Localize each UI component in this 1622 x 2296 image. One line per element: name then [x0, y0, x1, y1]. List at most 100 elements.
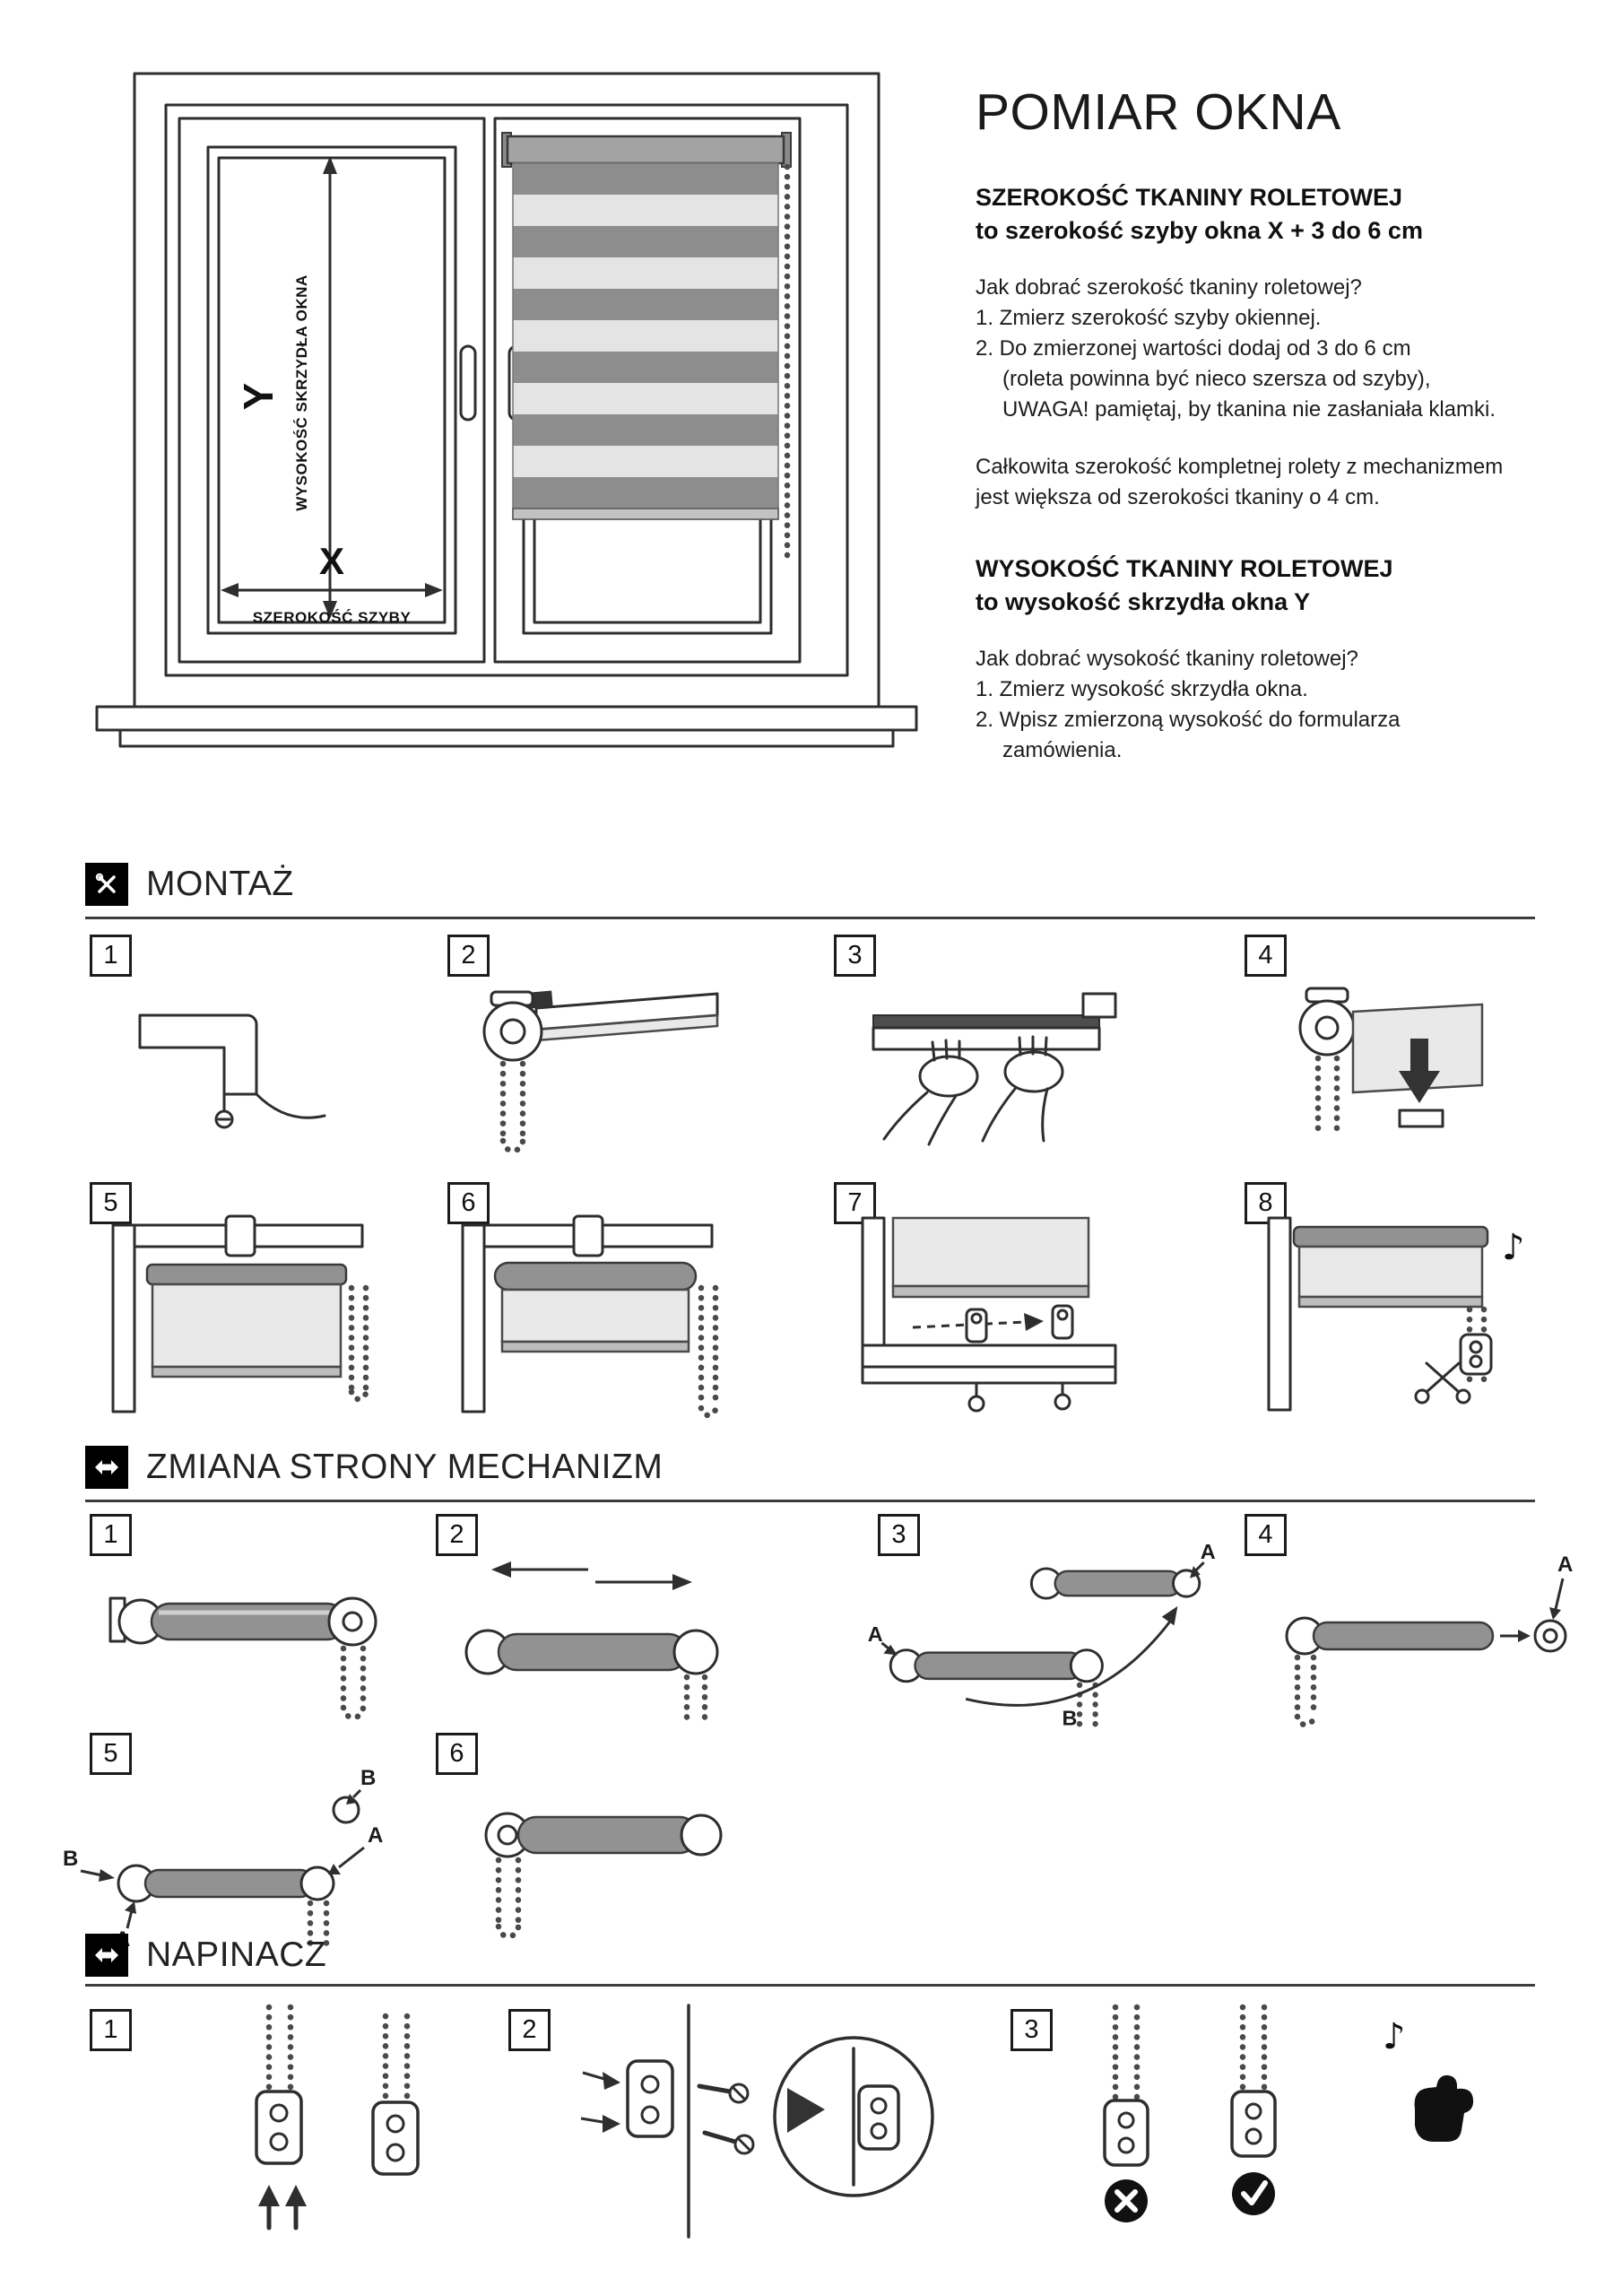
- zmiana-step-4-number: 4: [1245, 1514, 1287, 1556]
- zmiana-step-6-number: 6: [436, 1733, 478, 1775]
- x-axis-label: SZEROKOŚĆ SZYBY: [253, 609, 412, 626]
- measurement-instructions: POMIAR OKNA SZEROKOŚĆ TKANINY ROLETOWEJ …: [976, 83, 1558, 793]
- fabric-width-step2-line3: UWAGA! pamiętaj, by tkanina nie zasłania…: [1002, 397, 1496, 422]
- screw-2: [702, 2130, 755, 2155]
- fabric-height-step2-line2: zamówienia.: [1002, 738, 1123, 762]
- fabric-height-heading: WYSOKOŚĆ TKANINY ROLETOWEJ to wysokość s…: [976, 552, 1558, 619]
- napinacz-step-1-number: 1: [90, 2009, 132, 2051]
- page-title: POMIAR OKNA: [976, 83, 1341, 141]
- zmiana-step-3-number: 3: [878, 1514, 920, 1556]
- napinacz-step-3-illustration: ♪: [1103, 2004, 1474, 2222]
- zmiana-step-5-illustration: B B A A: [63, 1766, 383, 1953]
- bead-chain: [340, 1645, 367, 1721]
- montaz-step-2-number: 2: [447, 935, 490, 977]
- zmiana-title: ZMIANA STRONY MECHANIZM: [146, 1448, 664, 1486]
- fabric-width-heading-line1: SZEROKOŚĆ TKANINY ROLETOWEJ: [976, 184, 1403, 211]
- y-axis-label: WYSOKOŚĆ SKRZYDŁA OKNA: [293, 274, 310, 511]
- tensioner-plate: [371, 2100, 420, 2176]
- napinacz-title: NAPINACZ: [146, 1935, 327, 1974]
- roller-tube: [1312, 1621, 1495, 1651]
- zmiana-section-header: ZMIANA STRONY MECHANIZM: [85, 1446, 663, 1489]
- fabric-width-step2-line2: (roleta powinna być nieco szersza od szy…: [1002, 367, 1431, 391]
- fabric-width-step1: 1. Zmierz szerokość szyby okiennej.: [976, 306, 1322, 330]
- fabric-width-steps: Jak dobrać szerokość tkaniny roletowej? …: [976, 273, 1558, 425]
- blind-bottom-bar: [512, 508, 779, 520]
- hands-holding: [882, 1035, 1064, 1146]
- fabric-height-step2-line1: 2. Wpisz zmierzoną wysokość do formularz…: [976, 708, 1401, 732]
- montaz-step-1-illustration: [138, 1013, 326, 1129]
- x-letter: X: [319, 540, 344, 582]
- fabric-width-question: Jak dobrać szerokość tkaniny roletowej?: [976, 275, 1362, 300]
- music-note-icon: ♪: [1383, 2016, 1406, 2057]
- detached-end-cap: [332, 1796, 360, 1824]
- zmiana-step-1-number: 1: [90, 1514, 132, 1556]
- main-roller: [889, 1648, 1104, 1683]
- montaz-step-2-illustration: [482, 990, 719, 1154]
- tools-icon: [85, 863, 128, 906]
- montaz-step-6-illustration: [461, 1214, 719, 1419]
- montaz-step-1-number: 1: [90, 935, 132, 977]
- blind-bar: [872, 1026, 1101, 1051]
- label-b: B: [63, 1847, 78, 1871]
- zmiana-rule: [85, 1500, 1535, 1502]
- detail-callout: [773, 2036, 934, 2197]
- label-a: A: [368, 1823, 383, 1848]
- fabric-width-note: Całkowita szerokość kompletnej rolety z …: [976, 452, 1558, 513]
- montaz-title: MONTAŻ: [146, 865, 294, 903]
- width-measure-annotation: X SZEROKOŚĆ SZYBY: [221, 540, 443, 626]
- zmiana-step-5-number: 5: [90, 1733, 132, 1775]
- bead-chain: [499, 1060, 526, 1154]
- mounting-bracket: [138, 1013, 258, 1096]
- tensioner-plate: [255, 2090, 303, 2165]
- chain-holder-right: [1051, 1304, 1074, 1411]
- roller-tube: [143, 1868, 316, 1899]
- label-a: A: [1201, 1540, 1216, 1563]
- check-badge-icon: [1232, 2172, 1275, 2215]
- tensioner-plate: [626, 2059, 674, 2138]
- montaz-step-6-number: 6: [447, 1182, 490, 1224]
- upper-roller: [1029, 1567, 1201, 1600]
- window-sill: [95, 705, 918, 748]
- blind-cassette: [506, 135, 785, 165]
- montaz-step-4-number: 4: [1245, 935, 1287, 977]
- montaz-step-7-illustration: [861, 1216, 1117, 1413]
- napinacz-step-1-illustration: [255, 2004, 420, 2231]
- label-a: A: [1557, 1552, 1573, 1577]
- height-measure-annotation: Y WYSOKOŚĆ SKRZYDŁA OKNA: [235, 156, 337, 619]
- zmiana-step-1-illustration: [108, 1596, 377, 1721]
- fabric-height-step1: 1. Zmierz wysokość skrzydła okna.: [976, 677, 1308, 701]
- bracket-slot: [1398, 1109, 1444, 1128]
- wall-bracket: [1081, 992, 1117, 1019]
- label-b: B: [360, 1766, 376, 1790]
- montaz-section-header: MONTAŻ: [85, 863, 294, 906]
- window-measurement-diagram: Y WYSOKOŚĆ SKRZYDŁA OKNA X SZEROKOŚĆ SZY…: [95, 72, 918, 748]
- fabric-height-steps: Jak dobrać wysokość tkaniny roletowej? 1…: [976, 644, 1558, 766]
- fabric-width-heading-line2: to szerokość szyby okna X + 3 do 6 cm: [976, 217, 1423, 244]
- montaz-step-5-number: 5: [90, 1182, 132, 1224]
- up-arrows-icon: [258, 2185, 307, 2231]
- napinacz-rule: [85, 1984, 1535, 1987]
- press-hand-icon: [1414, 2074, 1474, 2142]
- down-arrow-icon: [1399, 1039, 1440, 1103]
- swap-arrows-icon: [85, 1446, 128, 1489]
- blind-fabric-stripes: [513, 163, 778, 509]
- roller-tube: [150, 1602, 347, 1641]
- music-note-icon: ♪: [1502, 1227, 1525, 1268]
- zmiana-step-6-illustration: [484, 1812, 723, 1940]
- fabric-width-step2-line1: 2. Do zmierzonej wartości dodaj od 3 do …: [976, 336, 1411, 361]
- roller-blind: [501, 132, 792, 565]
- montaz-step-3-number: 3: [834, 935, 876, 977]
- fabric-width-note-line2: jest większa od szerokości tkaniny o 4 c…: [976, 485, 1380, 509]
- napinacz-section-header: NAPINACZ: [85, 1934, 326, 1977]
- fabric-width-note-line1: Całkowita szerokość kompletnej rolety z …: [976, 455, 1504, 479]
- swap-arrows-icon: [85, 1934, 128, 1977]
- fabric-height-heading-line1: WYSOKOŚĆ TKANINY ROLETOWEJ: [976, 555, 1393, 582]
- y-letter: Y: [235, 383, 282, 411]
- napinacz-step-3-number: 3: [1010, 2009, 1053, 2051]
- label-a: A: [868, 1622, 883, 1646]
- montaz-step-8-illustration: ♪: [1267, 1216, 1525, 1412]
- clamp-bracket: [572, 1214, 604, 1257]
- chain-tensioner: [1459, 1333, 1493, 1376]
- zmiana-step-2-number: 2: [436, 1514, 478, 1556]
- montaz-step-5-illustration: [111, 1214, 369, 1413]
